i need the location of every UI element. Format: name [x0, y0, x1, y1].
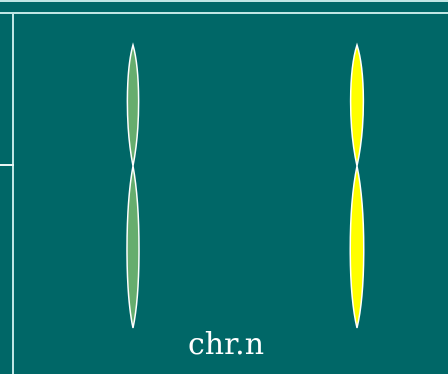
chromosome-left — [127, 45, 139, 328]
chromosome-right-lower-arm — [350, 166, 364, 328]
chromosome-left-upper-arm — [127, 45, 138, 166]
chromosome-right — [350, 45, 364, 328]
chromosome-label: chr.n — [188, 328, 264, 362]
chromosome-left-lower-arm — [127, 166, 139, 328]
chromosome-right-upper-arm — [351, 45, 364, 166]
